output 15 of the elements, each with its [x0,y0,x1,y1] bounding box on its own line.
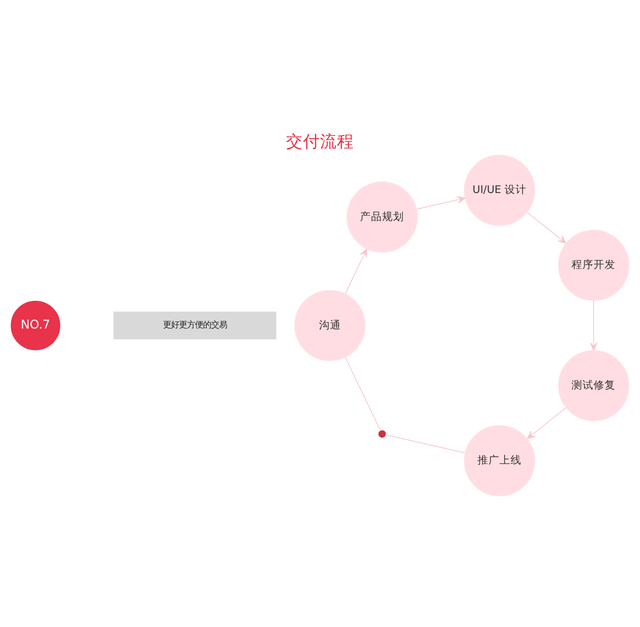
diagram-title: 交付流程 [286,132,354,152]
arrow [526,212,566,244]
node-box: 更好更方便的交易 [114,312,276,340]
node-circle: 沟通 [294,290,366,362]
arrow [590,300,598,351]
node-circle: NO.7 [10,300,60,350]
connector [385,434,466,454]
arrow [527,407,566,439]
node-circle [378,430,386,438]
connector [344,357,382,432]
arrow [416,196,466,210]
arrow [344,248,368,294]
node-circle: 产品规划 [346,181,418,253]
node-circle: 测试修复 [558,350,630,422]
node-circle: UI/UE 设计 [464,154,536,226]
